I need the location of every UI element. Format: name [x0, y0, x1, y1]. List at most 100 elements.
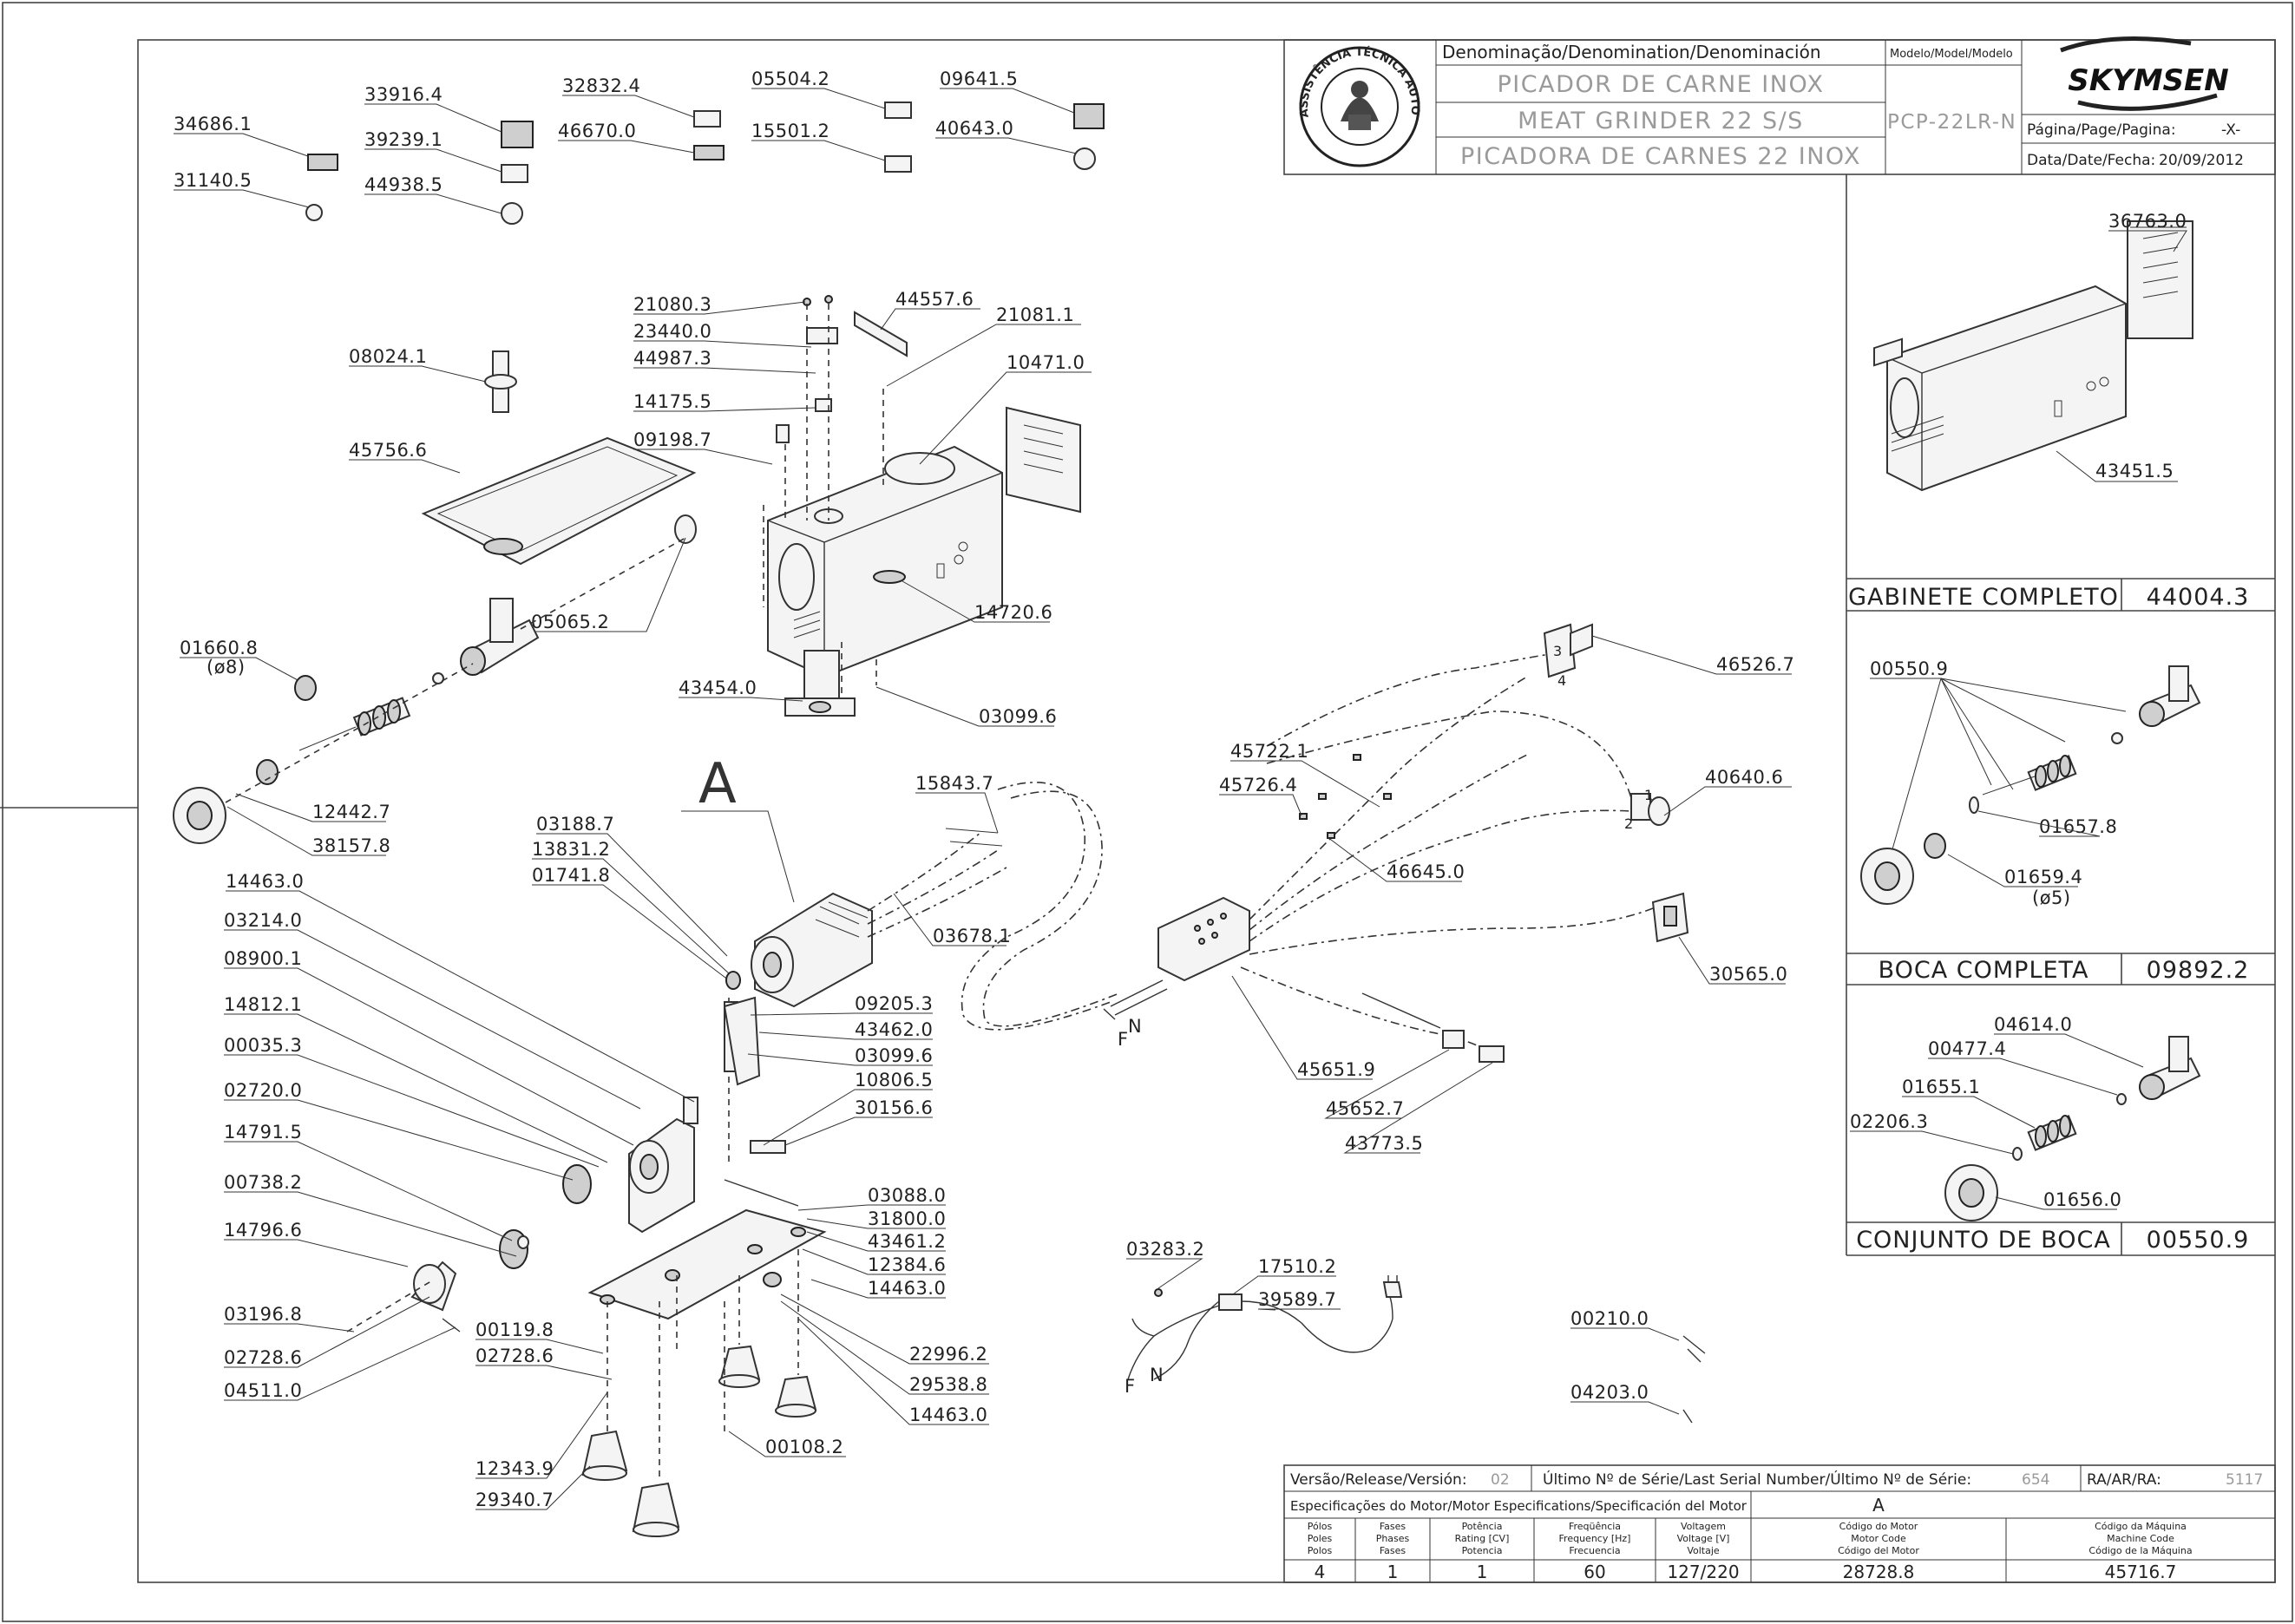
- label-46670-0: 46670.0: [558, 121, 636, 141]
- value-motor-code: 28728.8: [1843, 1562, 1915, 1582]
- label-01660-8-note: (ø8): [207, 657, 246, 678]
- col-phases-3: Fases: [1380, 1545, 1407, 1556]
- col-freq-3: Frecuencia: [1569, 1545, 1620, 1556]
- label-23440-0: 23440.0: [633, 321, 711, 342]
- label-44557-6: 44557.6: [895, 289, 974, 310]
- label-31140-5: 31140.5: [174, 170, 252, 191]
- label-04614-0: 04614.0: [1994, 1014, 2072, 1035]
- model-header: Modelo/Model/Modelo: [1890, 48, 2013, 61]
- label-02206-3: 02206.3: [1850, 1111, 1928, 1132]
- col-machine-code-3: Código de la Máquina: [2088, 1545, 2192, 1556]
- base-group: 14463.0 03214.0 08900.1 14812.1 00035.3 …: [224, 871, 989, 1537]
- label-43773-5: 43773.5: [1345, 1133, 1423, 1154]
- button-terminal-2: 2: [1624, 815, 1633, 832]
- wire-label-N-1: N: [1128, 1016, 1142, 1037]
- label-09641-5: 09641.5: [940, 69, 1018, 89]
- serial-label: Último Nº de Série/Last Serial Number/Úl…: [1543, 1470, 1971, 1489]
- cabinet-complete-drawing: 36763.0 43451.5: [1873, 211, 2193, 492]
- label-03099-6-b: 03099.6: [855, 1045, 933, 1066]
- motor-ref-A: A: [698, 752, 737, 816]
- bottom-spec-block: Versão/Release/Versión: 02 Último Nº de …: [1283, 1464, 2276, 1583]
- label-04511-0: 04511.0: [224, 1380, 302, 1401]
- button-terminal-1: 1: [1644, 787, 1653, 803]
- label-30156-6: 30156.6: [855, 1097, 933, 1118]
- label-03088-0: 03088.0: [868, 1185, 946, 1206]
- label-00738-2: 00738.2: [224, 1172, 302, 1193]
- col-motor-code-2: Motor Code: [1851, 1533, 1906, 1544]
- label-13831-2: 13831.2: [532, 839, 610, 860]
- cabinet-top-hardware: [763, 295, 908, 607]
- value-voltage: 127/220: [1667, 1562, 1739, 1582]
- wire-label-F-2: F: [1125, 1376, 1136, 1397]
- cabinet-stand: [784, 642, 877, 717]
- wire-label-F-1: F: [1118, 1029, 1129, 1050]
- assembly-panels: GABINETE COMPLETO 44004.3 BOCA COMPLETA …: [1846, 174, 2275, 1256]
- label-00108-2: 00108.2: [765, 1437, 843, 1457]
- label-03099-6-a: 03099.6: [979, 706, 1057, 727]
- tray: [421, 436, 697, 566]
- label-14463-0-a: 14463.0: [226, 871, 304, 892]
- base-plate: [587, 1208, 827, 1320]
- label-03283-2: 03283.2: [1126, 1239, 1204, 1260]
- col-machine-code-1: Código da Máquina: [2095, 1521, 2187, 1532]
- label-08024-1: 08024.1: [349, 346, 427, 367]
- seal-text: ASSISTÊNCIA TÉCNICA AUTORIZADA: [0, 0, 1421, 118]
- col-poles-2: Poles: [1308, 1533, 1333, 1544]
- serial-value: 654: [2022, 1471, 2049, 1489]
- col-freq-1: Freqüência: [1569, 1521, 1621, 1532]
- label-17510-2: 17510.2: [1258, 1256, 1336, 1277]
- label-01657-8: 01657.8: [2039, 816, 2117, 837]
- col-machine-code-2: Machine Code: [2107, 1533, 2174, 1544]
- vent-cover: [1006, 406, 1081, 514]
- label-05065-2: 05065.2: [531, 612, 609, 632]
- label-40640-6: 40640.6: [1705, 767, 1783, 788]
- label-46645-0: 46645.0: [1387, 861, 1465, 882]
- label-32832-4: 32832.4: [562, 75, 640, 96]
- label-02728-6-a: 02728.6: [224, 1347, 302, 1368]
- motor-spec-label: Especificações do Motor/Motor Especifica…: [1290, 1498, 1747, 1514]
- drawing-frame: [137, 39, 2276, 1583]
- power-cord-group: 03283.2 17510.2 39589.7 F N: [1125, 1239, 1403, 1397]
- value-machine-code: 45716.7: [2105, 1562, 2177, 1582]
- mouth-set-drawing: 04614.0 00477.4 01655.1 02206.3 01656.0: [1850, 1014, 2201, 1221]
- motor-group: A 15843.7 03188.7 13831.2 01741.8 03678.…: [532, 752, 1120, 1031]
- label-03214-0: 03214.0: [224, 910, 302, 931]
- denomination-header: Denominação/Denomination/Denominación: [1442, 42, 1821, 62]
- value-power: 1: [1477, 1562, 1488, 1582]
- label-05504-2: 05504.2: [751, 69, 829, 89]
- label-00550-9-assy: 00550.9: [1870, 658, 1948, 679]
- connector: [1361, 992, 1505, 1063]
- label-39589-7: 39589.7: [1258, 1289, 1336, 1310]
- page-label: Página/Page/Pagina:: [2027, 121, 2176, 139]
- label-10806-5: 10806.5: [855, 1070, 933, 1090]
- col-motor-code-3: Código del Motor: [1838, 1545, 1919, 1556]
- harness-group: F N 3 4 46526.7 1 2 40640.6 30565.0: [1103, 623, 1794, 1154]
- worm-screw-main: [352, 697, 411, 737]
- label-31800-0: 31800.0: [868, 1208, 946, 1229]
- value-poles: 4: [1315, 1562, 1326, 1582]
- label-29340-7: 29340.7: [475, 1490, 554, 1510]
- assembly-name-cabinet: GABINETE COMPLETO: [1848, 584, 2119, 611]
- assembly-name-mouth: BOCA COMPLETA: [1879, 957, 2089, 984]
- label-14175-5: 14175.5: [633, 391, 711, 412]
- col-power-3: Potencia: [1462, 1545, 1503, 1556]
- push-button: 1 2: [1624, 787, 1670, 832]
- label-00477-4: 00477.4: [1928, 1038, 2006, 1059]
- label-00210-0: 00210.0: [1570, 1308, 1649, 1329]
- value-frequency: 60: [1584, 1562, 1605, 1582]
- label-45726-4: 45726.4: [1219, 775, 1297, 796]
- label-01741-8: 01741.8: [532, 865, 610, 886]
- label-45756-6: 45756.6: [349, 440, 427, 461]
- label-02720-0: 02720.0: [224, 1080, 302, 1101]
- switch-terminal-3: 3: [1553, 643, 1562, 659]
- decals-group: 34686.1 31140.5 33916.4 39239.1 44938.5 …: [174, 69, 1105, 225]
- label-09205-3: 09205.3: [855, 993, 933, 1014]
- label-14812-1: 14812.1: [224, 994, 302, 1015]
- col-phases-2: Phases: [1376, 1533, 1410, 1544]
- label-03678-1: 03678.1: [933, 926, 1011, 946]
- label-30565-0: 30565.0: [1709, 964, 1787, 985]
- assembly-name-mouth-set: CONJUNTO DE BOCA: [1856, 1227, 2111, 1254]
- version-label: Versão/Release/Versión:: [1290, 1471, 1467, 1489]
- label-44938-5: 44938.5: [364, 174, 443, 195]
